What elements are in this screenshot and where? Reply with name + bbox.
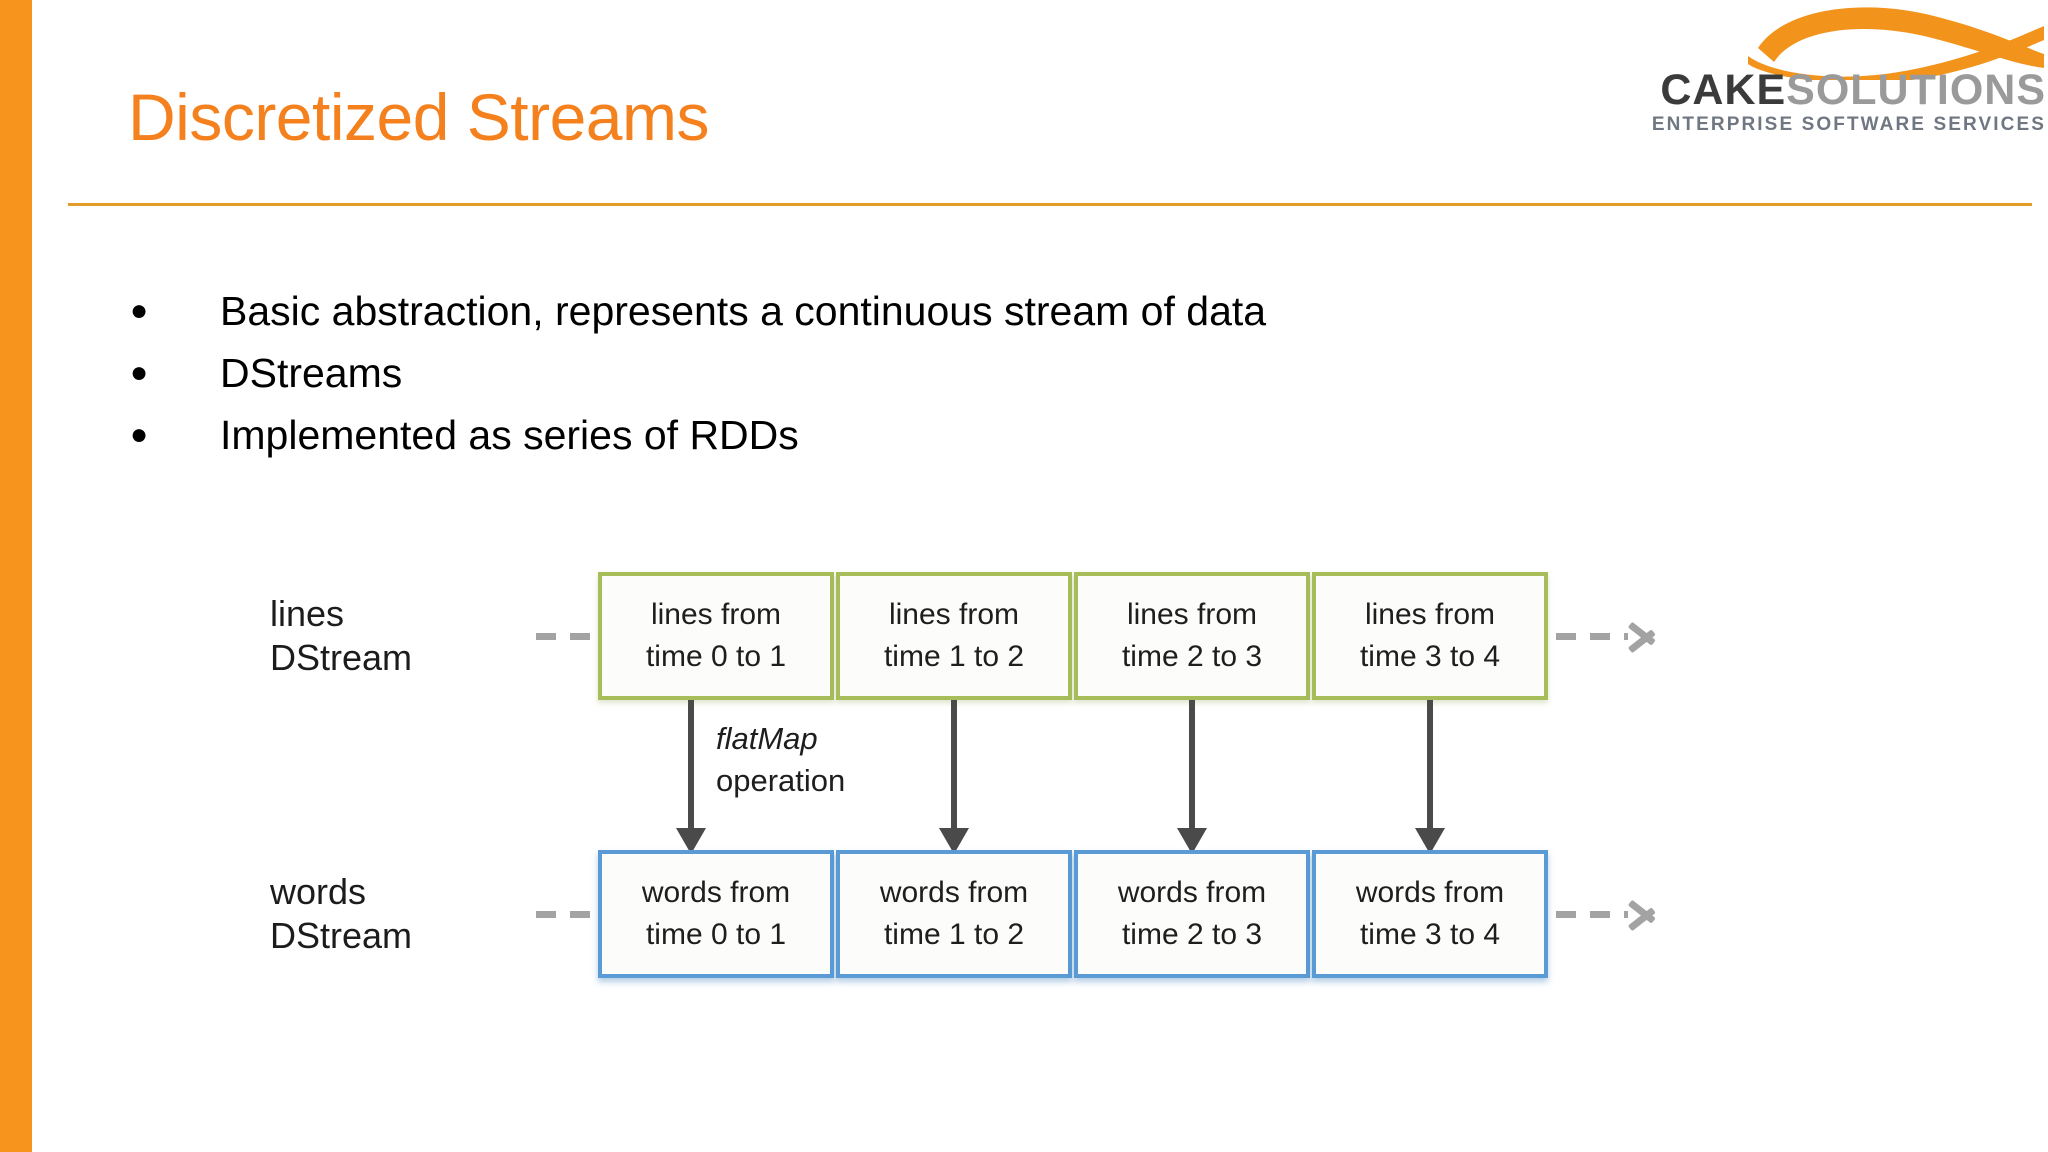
words-box-line2: time 0 to 1 [645, 918, 787, 951]
bullet-list: ● Basic abstraction, represents a contin… [130, 282, 1830, 468]
bullet-text: DStreams [220, 350, 403, 396]
words-box-line2: time 3 to 4 [1359, 918, 1501, 951]
words-box-line2: time 2 to 3 [1121, 918, 1263, 951]
lines-dstream-label-line2: DStream [270, 637, 413, 678]
left-accent-bar [0, 0, 32, 1152]
flatmap-operation-label: flatMap operation [716, 718, 845, 802]
flatmap-operation-word: operation [716, 763, 846, 798]
lines-stream-arrow-icon [1628, 617, 1664, 655]
arrow-head-icon [1415, 828, 1445, 854]
logo-brand-secondary: SOLUTIONS [1786, 66, 2046, 114]
words-dstream-label-line1: words [270, 871, 367, 912]
bullet-marker-icon: ● [130, 356, 149, 389]
words-box-line2: time 1 to 2 [883, 918, 1025, 951]
list-item: ● Basic abstraction, represents a contin… [130, 282, 1830, 344]
flatmap-arrow [1415, 700, 1445, 854]
dstream-connector-dash [536, 633, 598, 640]
lines-dstream-label: lines DStream [270, 592, 412, 680]
swoosh-icon [1748, 7, 2044, 80]
bullet-text: Implemented as series of RDDs [220, 412, 799, 458]
flatmap-arrow [939, 700, 969, 854]
words-box: words from time 2 to 3 [1074, 850, 1310, 978]
arrow-head-icon [939, 828, 969, 854]
lines-box: lines from time 0 to 1 [598, 572, 834, 700]
lines-box: lines from time 3 to 4 [1312, 572, 1548, 700]
words-box-line1: words from [641, 876, 791, 909]
flatmap-arrow [1177, 700, 1207, 854]
lines-box-line1: lines from [650, 598, 782, 631]
words-box: words from time 3 to 4 [1312, 850, 1548, 978]
lines-box-line2: time 3 to 4 [1359, 640, 1501, 673]
lines-box-line1: lines from [1126, 598, 1258, 631]
words-box-line1: words from [1355, 876, 1505, 909]
words-dstream-label: words DStream [270, 870, 412, 958]
flatmap-operation-name: flatMap [716, 721, 818, 756]
words-box-line1: words from [1117, 876, 1267, 909]
words-box: words from time 1 to 2 [836, 850, 1072, 978]
lines-dstream-label-line1: lines [270, 593, 345, 634]
bullet-marker-icon: ● [130, 418, 149, 451]
list-item: ● DStreams [130, 344, 1830, 406]
dstream-connector-dash [536, 911, 598, 918]
logo-brand-primary: CAKE [1660, 66, 1787, 114]
words-box: words from time 0 to 1 [598, 850, 834, 978]
dstream-diagram: lines DStream words DStream lines from t… [250, 550, 1850, 1000]
dstream-connector-dash [1556, 633, 1628, 640]
lines-box: lines from time 2 to 3 [1074, 572, 1310, 700]
lines-box-line2: time 2 to 3 [1121, 640, 1263, 673]
dstream-connector-dash [1556, 911, 1628, 918]
arrow-head-icon [676, 828, 706, 854]
title-divider [68, 203, 2032, 206]
words-dstream-label-line2: DStream [270, 915, 413, 956]
page-title: Discretized Streams [128, 80, 710, 154]
logo-tagline: ENTERPRISE SOFTWARE SERVICES [1651, 114, 2046, 135]
arrow-head-icon [1177, 828, 1207, 854]
logo-wordmark: CAKESOLUTIONS [1596, 66, 2046, 114]
lines-box: lines from time 1 to 2 [836, 572, 1072, 700]
bullet-text: Basic abstraction, represents a continuo… [220, 288, 1267, 334]
words-box-line1: words from [879, 876, 1029, 909]
lines-box-line2: time 1 to 2 [883, 640, 1025, 673]
lines-box-line1: lines from [888, 598, 1020, 631]
lines-box-line2: time 0 to 1 [645, 640, 787, 673]
flatmap-arrow [676, 700, 706, 854]
words-stream-arrow-icon [1628, 895, 1664, 933]
bullet-marker-icon: ● [130, 294, 149, 327]
list-item: ● Implemented as series of RDDs [130, 406, 1830, 468]
lines-box-line1: lines from [1364, 598, 1496, 631]
cake-solutions-logo: CAKESOLUTIONS ENTERPRISE SOFTWARE SERVIC… [1596, 4, 2046, 144]
